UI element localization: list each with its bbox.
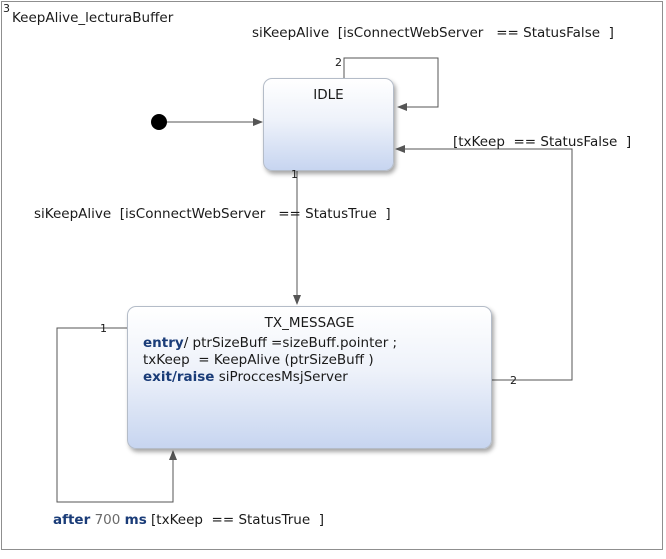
- state-tx-message[interactable]: TX_MESSAGE entry/ ptrSizeBuff =sizeBuff.…: [127, 306, 492, 449]
- tx-self-priority: 1: [100, 322, 107, 335]
- entry-action-line: entry/ ptrSizeBuff =sizeBuff.pointer ;: [143, 335, 397, 352]
- exit-keyword: exit/raise: [143, 369, 215, 385]
- idle-self-priority: 2: [335, 56, 342, 69]
- state-tx-message-actions: entry/ ptrSizeBuff =sizeBuff.pointer ; t…: [143, 335, 397, 386]
- region-frame: [1, 1, 663, 550]
- tx-to-idle-label: [txKeep == StatusFalse ]: [453, 134, 632, 150]
- tx-self-transition[interactable]: [56, 327, 177, 503]
- diagram-title: KeepAlive_lecturaBuffer: [12, 10, 174, 26]
- idle-to-tx-priority: 1: [291, 168, 298, 181]
- entry-action: / ptrSizeBuff =sizeBuff.pointer ;: [183, 335, 398, 351]
- delay-value: 700: [94, 512, 121, 528]
- assign-action-line: txKeep = KeepAlive (ptrSizeBuff ): [143, 352, 374, 368]
- idle-self-label: siKeepAlive [isConnectWebServer == Statu…: [252, 25, 614, 41]
- tx-to-idle-priority: 2: [510, 374, 517, 387]
- tx-self-label: after 700 ms [txKeep == StatusTrue ]: [53, 512, 324, 528]
- exit-action-line: exit/raise siProccesMsjServer: [143, 369, 397, 386]
- region-index: 3: [3, 2, 10, 15]
- delay-unit: ms: [124, 512, 147, 528]
- after-keyword: after: [53, 512, 91, 528]
- idle-to-tx-label: siKeepAlive [isConnectWebServer == Statu…: [34, 206, 391, 222]
- state-tx-message-name: TX_MESSAGE: [264, 315, 355, 331]
- tx-self-guard: [txKeep == StatusTrue ]: [146, 512, 324, 528]
- state-idle-name: IDLE: [313, 87, 344, 103]
- initial-pseudostate[interactable]: [151, 114, 167, 130]
- exit-action: siProccesMsjServer: [214, 369, 348, 385]
- idle-self-transition[interactable]: [343, 57, 439, 111]
- tx-to-idle-transition[interactable]: [395, 145, 573, 381]
- entry-keyword: entry: [143, 335, 184, 351]
- state-idle[interactable]: IDLE: [263, 78, 394, 171]
